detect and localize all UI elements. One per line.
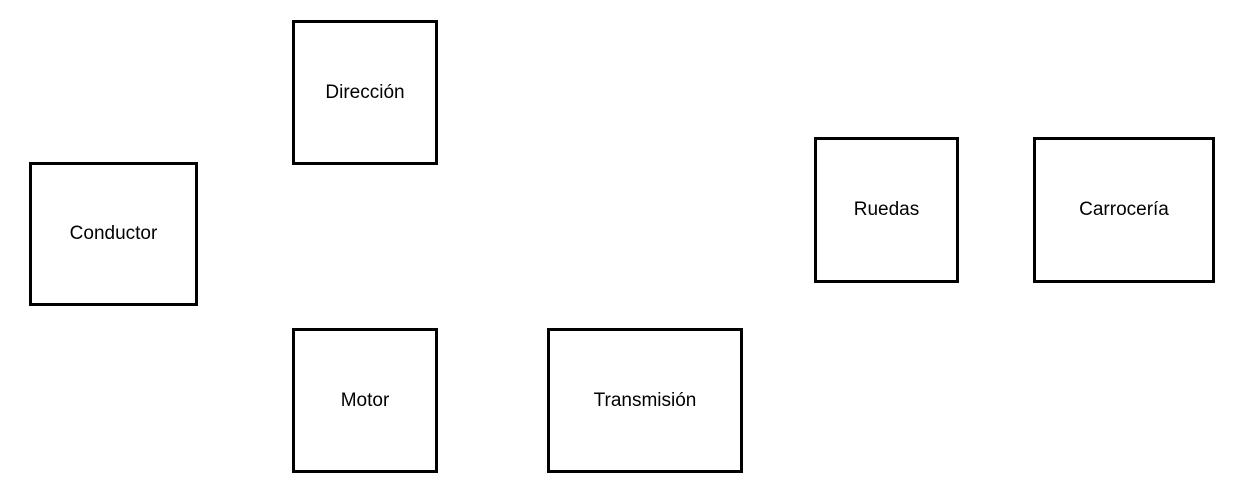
node-direccion[interactable]: Dirección: [292, 20, 438, 165]
node-conductor-label: Conductor: [69, 223, 158, 244]
node-direccion-label: Dirección: [325, 81, 405, 103]
node-carroceria[interactable]: Carrocería: [1033, 137, 1215, 283]
node-transmision-label: Transmisión: [593, 389, 697, 411]
node-transmision[interactable]: Transmisión: [547, 328, 743, 473]
node-motor[interactable]: Motor: [292, 328, 438, 473]
node-ruedas-label: Ruedas: [853, 199, 920, 220]
node-motor-label: Motor: [340, 389, 390, 411]
node-conductor[interactable]: Conductor: [29, 162, 198, 306]
node-ruedas[interactable]: Ruedas: [814, 137, 959, 283]
node-carroceria-label: Carrocería: [1079, 199, 1169, 220]
